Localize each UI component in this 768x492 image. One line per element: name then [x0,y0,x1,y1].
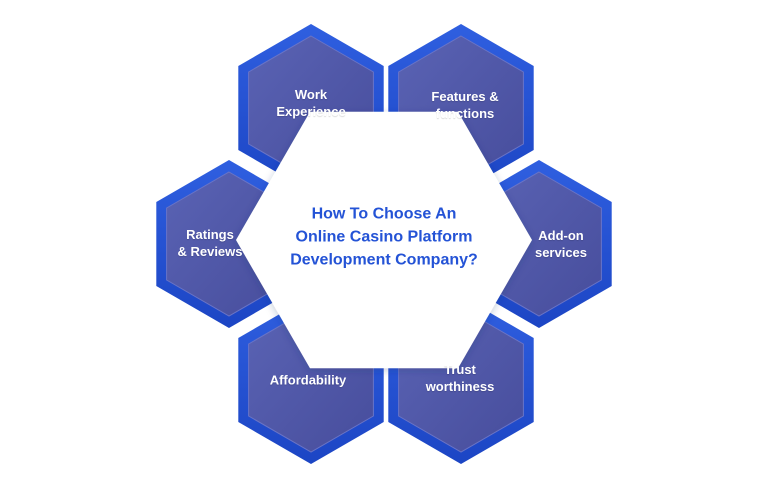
factor-label-ratings-reviews: Ratings & Reviews [177,227,243,259]
factor-label-features-functions: Features & functions [431,89,499,121]
center-title: How To Choose An Online Casino Platform … [290,205,478,269]
factor-label-trust-worthiness: Trust worthiness [425,362,495,394]
factor-label-affordability: Affordability [269,372,347,388]
center-hexagon [236,111,532,369]
factor-label-add-on-services: Add-on services [534,228,588,260]
factor-label-work-experience: Work Experience [276,87,346,119]
